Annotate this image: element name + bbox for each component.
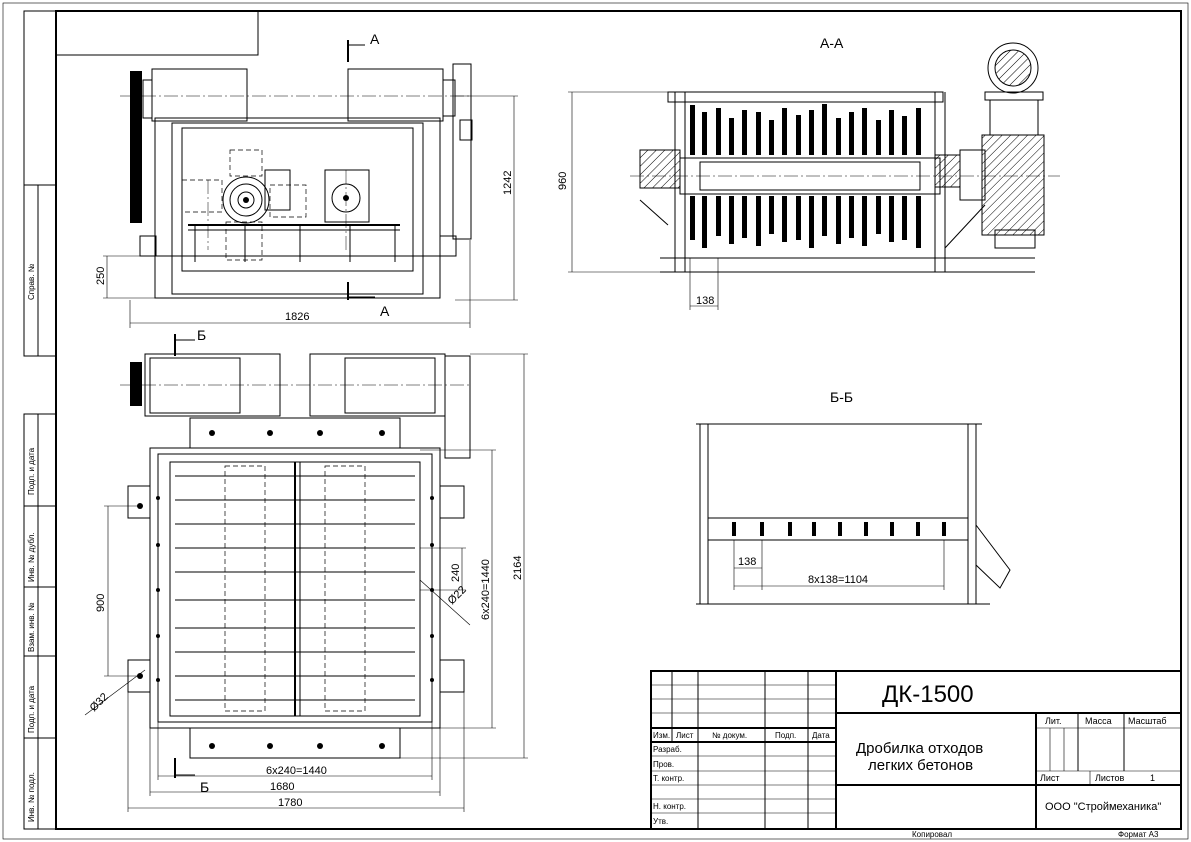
strip-label: Справ. № [27, 263, 36, 300]
dim-1780: 1780 [278, 797, 302, 809]
front-view-dimensions: 1242 250 1826 А А [95, 31, 518, 328]
side-strip-labels: Справ. № Подп. и дата Инв. № дубл. Взам.… [27, 263, 36, 822]
dim-250: 250 [95, 267, 107, 285]
front-view [120, 63, 473, 299]
strip-label: Подп. и дата [27, 685, 36, 733]
row-utv: Утв. [653, 817, 668, 826]
section-title-a-a: А-А [820, 35, 844, 51]
row-nkontr: Н. контр. [653, 802, 686, 811]
plan-view-dimensions: 2164 6x240=1440 240 Ø22 900 Ø32 6x240=14… [84, 353, 528, 812]
drawing-name-line-2: легких бетонов [868, 757, 973, 774]
dim-2164: 2164 [512, 556, 524, 580]
col-date: Дата [812, 731, 830, 740]
dim-960: 960 [557, 172, 569, 190]
strip-label: Инв. № подл. [27, 772, 36, 822]
cut-b-top: Б [197, 327, 206, 343]
footer: Копировал Формат А3 [912, 830, 1159, 839]
dim-6x240-vertical: 6x240=1440 [480, 559, 492, 620]
dim-1242: 1242 [502, 171, 514, 195]
dim-138-bb: 138 [738, 556, 756, 568]
strip-label: Инв. № дубл. [27, 532, 36, 582]
section-title-b-b: Б-Б [830, 389, 853, 405]
col-doc: № докум. [712, 731, 747, 740]
drawing-name-line-1: Дробилка отходов [856, 740, 983, 757]
drawing-designation: ДК-1500 [882, 681, 974, 708]
row-tkontr: Т. контр. [653, 774, 684, 783]
dim-900: 900 [95, 594, 107, 612]
row-prov: Пров. [653, 760, 674, 769]
strip-label: Взам. инв. № [27, 602, 36, 652]
lit-header: Лит. [1045, 716, 1062, 726]
format-label: Формат А3 [1118, 830, 1159, 839]
company-name: ООО "Строймеханика" [1045, 801, 1161, 813]
section-b-b: Б-Б 138 8x138=1104 [696, 389, 1011, 605]
section-a-a: А-А [557, 35, 1060, 310]
col-list: Лист [676, 731, 694, 740]
plan-view: Б Б [120, 327, 471, 795]
cut-a-bottom: А [380, 303, 390, 319]
sheet-label: Лист [1040, 773, 1060, 783]
copied-label: Копировал [912, 830, 952, 839]
dim-phi22: Ø22 [446, 584, 469, 607]
mass-header: Масса [1085, 716, 1112, 726]
dim-1826: 1826 [285, 311, 309, 323]
col-sign: Подп. [775, 731, 796, 740]
cut-a-top: А [370, 31, 380, 47]
title-block: ДК-1500 Дробилка отходов легких бетонов … [650, 670, 1182, 830]
strip-label: Подп. и дата [27, 447, 36, 495]
dim-6x240-horizontal: 6x240=1440 [266, 765, 327, 777]
row-razrab: Разраб. [653, 745, 682, 754]
dim-138-top: 138 [696, 295, 714, 307]
cut-b-bottom: Б [200, 779, 209, 795]
dim-240: 240 [450, 564, 462, 582]
dim-8x138: 8x138=1104 [808, 574, 868, 586]
dim-1680: 1680 [270, 781, 294, 793]
scale-header: Масштаб [1128, 716, 1167, 726]
sheets-value: 1 [1150, 773, 1155, 783]
col-izm: Изм. [653, 731, 670, 740]
sheets-label: Листов [1095, 773, 1124, 783]
